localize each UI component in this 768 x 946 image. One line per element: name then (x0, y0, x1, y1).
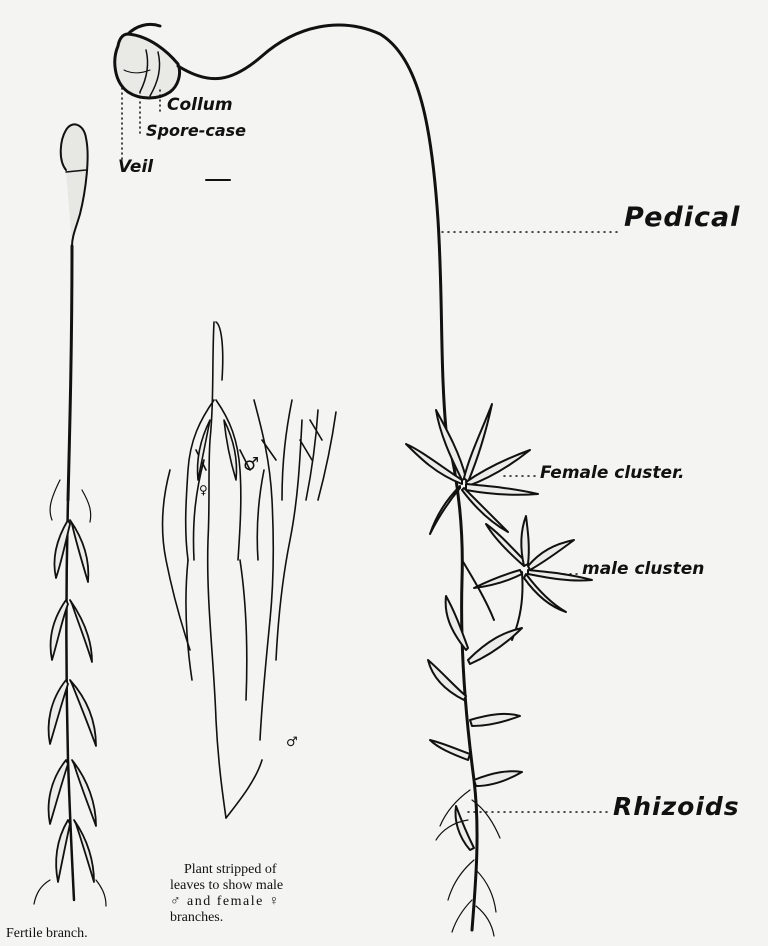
caption-line-4: branches. (170, 910, 283, 926)
male-symbol-bottom: ♂ (286, 735, 298, 750)
pedicel-stalk (178, 25, 446, 430)
capsule (115, 24, 180, 98)
main-stem (446, 430, 477, 930)
rhizoids-label: Rhizoids (613, 792, 740, 821)
male-cluster-label: male clusten (582, 559, 704, 579)
stripped-plant (163, 322, 336, 818)
female-symbol-small: ♀ (199, 483, 208, 497)
fertile-branch (34, 124, 106, 906)
caption-line-2: leaves to show male (170, 878, 283, 894)
fertile-branch-caption: Fertile branch. (6, 926, 88, 942)
female-cluster-label: Female cluster. (540, 463, 684, 483)
caption-line-1: Plant stripped of (170, 862, 283, 878)
male-symbol-top: ♂ (243, 454, 259, 475)
female-cluster-leaves (406, 404, 538, 534)
caption-line-3: ♂ and female ♀ (170, 894, 283, 910)
spore-case-label: Spore-case (146, 121, 246, 140)
male-cluster-leaves (474, 516, 592, 640)
collum-label: Collum (167, 95, 233, 115)
pedical-label: Pedical (624, 202, 740, 233)
veil-label: Veil (118, 157, 153, 177)
stripped-plant-caption: Plant stripped of leaves to show male ♂ … (170, 862, 283, 926)
